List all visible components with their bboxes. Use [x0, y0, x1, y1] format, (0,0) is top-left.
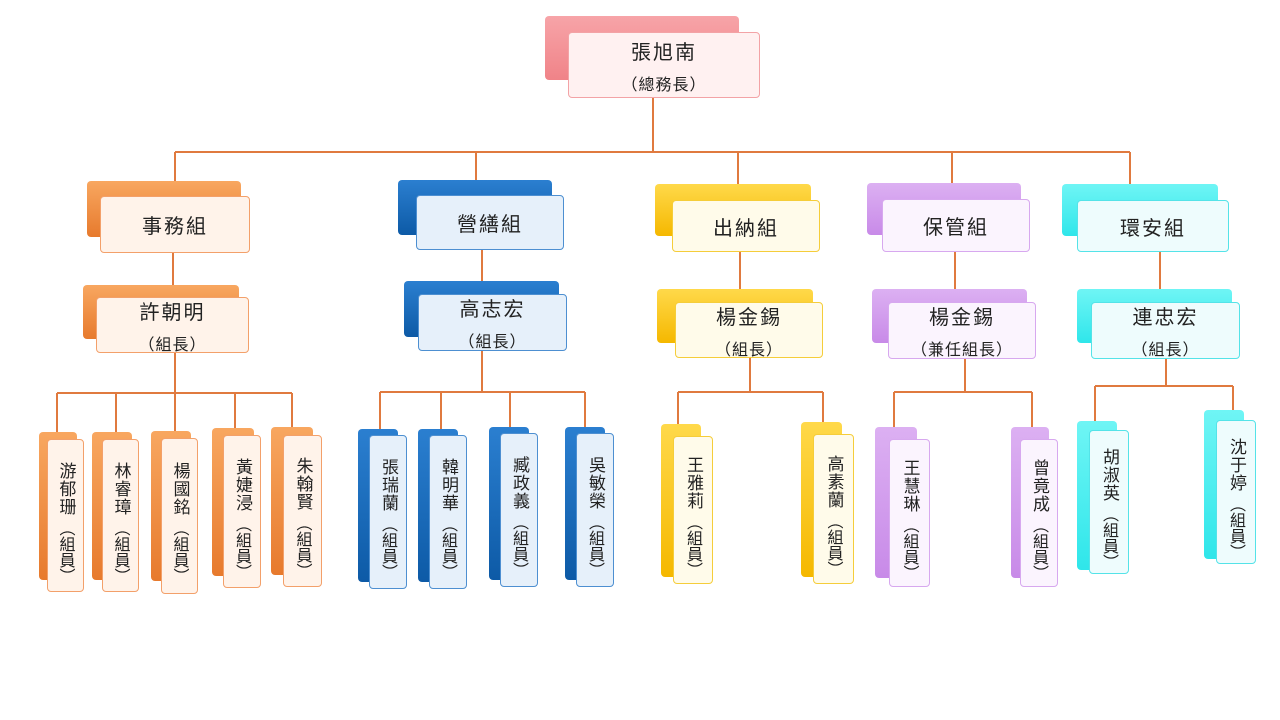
member-name: 高素蘭: [823, 455, 844, 509]
leader-role: （組長）: [138, 334, 207, 354]
member-name: 楊國銘: [169, 462, 190, 516]
leader-node-1: 許朝明 （組長）: [83, 285, 250, 354]
member-role: （組員）: [1030, 517, 1049, 581]
top-name: 張旭南: [631, 39, 697, 64]
leader-node-2: 高志宏 （組長）: [404, 281, 567, 351]
leader-role: （兼任組長）: [910, 340, 1013, 359]
member-node: 林睿璋 （組員）: [92, 432, 140, 592]
leader-name: 楊金錫: [716, 304, 782, 329]
group-name: 環安組: [1120, 215, 1186, 240]
member-name: 黃婕浸: [232, 457, 252, 512]
member-name: 沈于婷: [1226, 438, 1246, 492]
member-node: 吳敏榮 （組員）: [565, 427, 615, 587]
member-node: 朱翰賢 （組員）: [271, 427, 323, 587]
member-node: 高素蘭 （組員）: [801, 422, 854, 584]
member-name: 曾竟成: [1029, 459, 1049, 513]
member-role: （組員）: [111, 519, 131, 584]
member-node: 黃婕浸 （組員）: [212, 428, 262, 588]
leader-role: （組長）: [1131, 340, 1200, 359]
member-name: 胡淑英: [1099, 448, 1119, 502]
group-name: 事務組: [142, 214, 208, 238]
member-name: 韓明華: [438, 458, 458, 512]
member-name: 張瑞蘭: [378, 458, 398, 512]
top-role: （總務長）: [621, 74, 707, 94]
member-role: （組員）: [684, 514, 703, 578]
member-node: 胡淑英 （組員）: [1077, 421, 1130, 574]
group-node-4: 保管組: [867, 183, 1031, 252]
top-node: 張旭南 （總務長）: [545, 16, 761, 98]
member-name: 臧政義: [509, 456, 529, 510]
member-name: 吳敏榮: [585, 456, 605, 510]
member-role: （組員）: [586, 514, 605, 578]
member-role: （組員）: [1227, 496, 1246, 560]
leader-role: （組長）: [714, 339, 783, 359]
member-node: 沈于婷 （組員）: [1204, 410, 1257, 564]
member-node: 游郁珊 （組員）: [39, 432, 85, 592]
group-name: 保管組: [923, 215, 989, 239]
member-name: 朱翰賢: [292, 457, 313, 511]
member-role: （組員）: [379, 516, 398, 580]
member-node: 王雅莉 （組員）: [661, 424, 713, 584]
leader-name: 許朝明: [139, 299, 206, 324]
group-node-3: 出納組: [655, 184, 821, 252]
member-name: 林睿璋: [110, 461, 131, 516]
member-node: 楊國銘 （組員）: [151, 431, 199, 594]
member-node: 臧政義 （組員）: [489, 427, 539, 587]
group-node-2: 營繕組: [398, 180, 566, 250]
group-name: 營繕組: [457, 212, 523, 236]
member-role: （組員）: [824, 513, 844, 577]
leader-name: 連忠宏: [1132, 305, 1199, 329]
member-role: （組員）: [510, 514, 529, 578]
leader-node-4: 楊金錫 （兼任組長）: [872, 289, 1037, 360]
leader-name: 高志宏: [459, 297, 526, 321]
member-role: （組員）: [900, 517, 920, 581]
member-role: （組員）: [293, 515, 313, 579]
member-name: 王雅莉: [683, 456, 703, 510]
leader-node-3: 楊金錫 （組長）: [657, 289, 824, 359]
member-role: （組員）: [233, 515, 252, 580]
group-node-1: 事務組: [87, 181, 251, 253]
member-node: 張瑞蘭 （組員）: [358, 429, 408, 589]
member-name: 王慧琳: [899, 459, 920, 513]
member-role: （組員）: [56, 519, 76, 584]
leader-name: 楊金錫: [929, 305, 995, 329]
member-role: （組員）: [439, 516, 458, 580]
group-name: 出納組: [713, 215, 779, 240]
member-name: 游郁珊: [55, 461, 76, 516]
member-role: （組員）: [170, 520, 190, 584]
member-node: 王慧琳 （組員）: [875, 427, 931, 587]
member-node: 韓明華 （組員）: [418, 429, 468, 589]
member-node: 曾竟成 （組員）: [1011, 427, 1059, 587]
member-role: （組員）: [1100, 506, 1119, 570]
leader-role: （組長）: [458, 332, 527, 351]
group-node-5: 環安組: [1062, 184, 1230, 252]
leader-node-5: 連忠宏 （組長）: [1077, 289, 1241, 360]
